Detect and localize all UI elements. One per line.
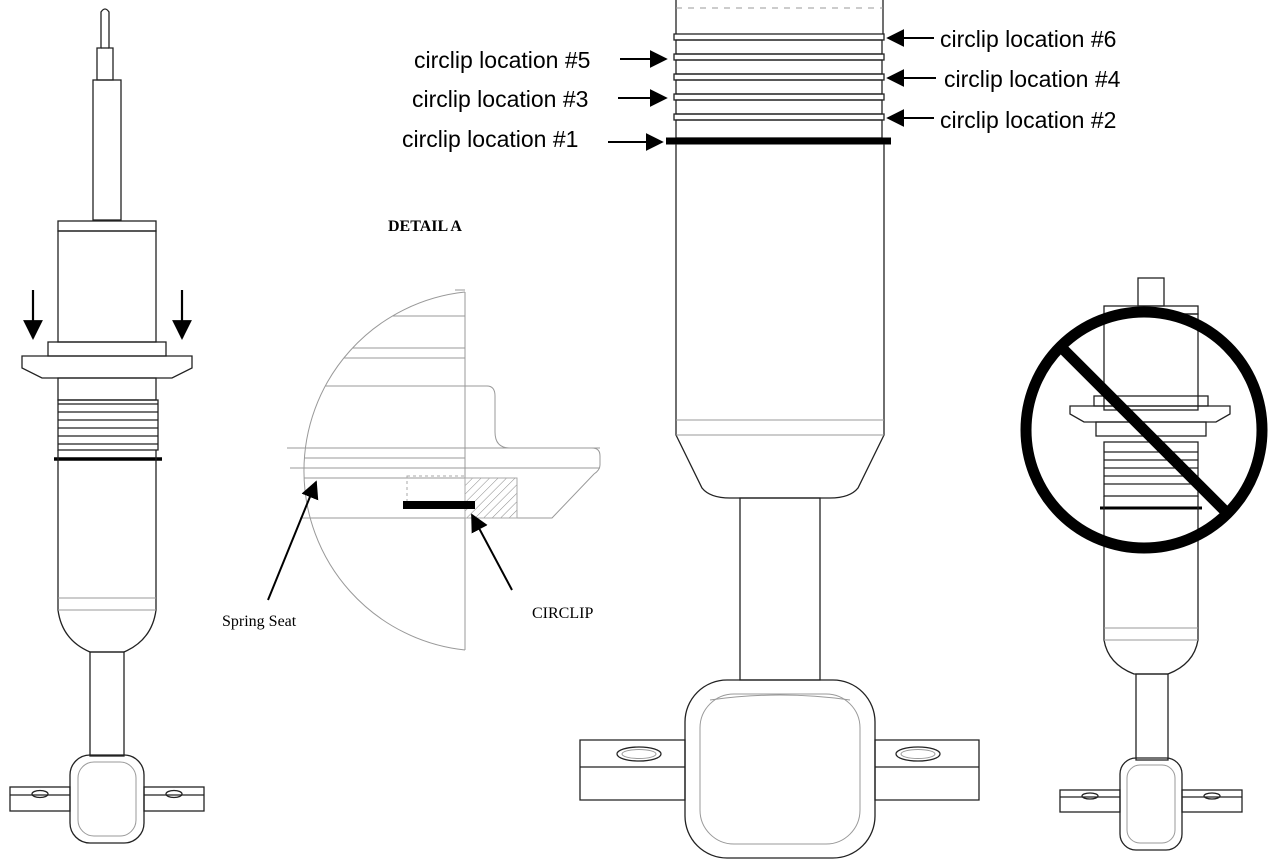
location-6-label: circlip location #6 bbox=[940, 26, 1116, 52]
location-4-label: circlip location #4 bbox=[944, 66, 1121, 92]
detail-circlip bbox=[403, 501, 475, 509]
spring-seat-label: Spring Seat bbox=[222, 613, 297, 630]
location-1-label: circlip location #1 bbox=[402, 126, 578, 152]
center-shock-absorber bbox=[579, 0, 980, 859]
location-5-label: circlip location #5 bbox=[414, 47, 590, 73]
location-2-label: circlip location #2 bbox=[940, 107, 1116, 133]
detail-a-view bbox=[267, 289, 601, 651]
circlip-label: CIRCLIP bbox=[532, 605, 593, 622]
location-3-label: circlip location #3 bbox=[412, 86, 588, 112]
right-shock-absorber bbox=[1059, 277, 1243, 851]
detail-title: DETAIL A bbox=[388, 218, 462, 235]
left-shock-absorber bbox=[9, 8, 205, 844]
left-thread-rings bbox=[57, 399, 159, 451]
prohibited-icon bbox=[1020, 306, 1268, 554]
center-thread-rings bbox=[673, 33, 885, 139]
